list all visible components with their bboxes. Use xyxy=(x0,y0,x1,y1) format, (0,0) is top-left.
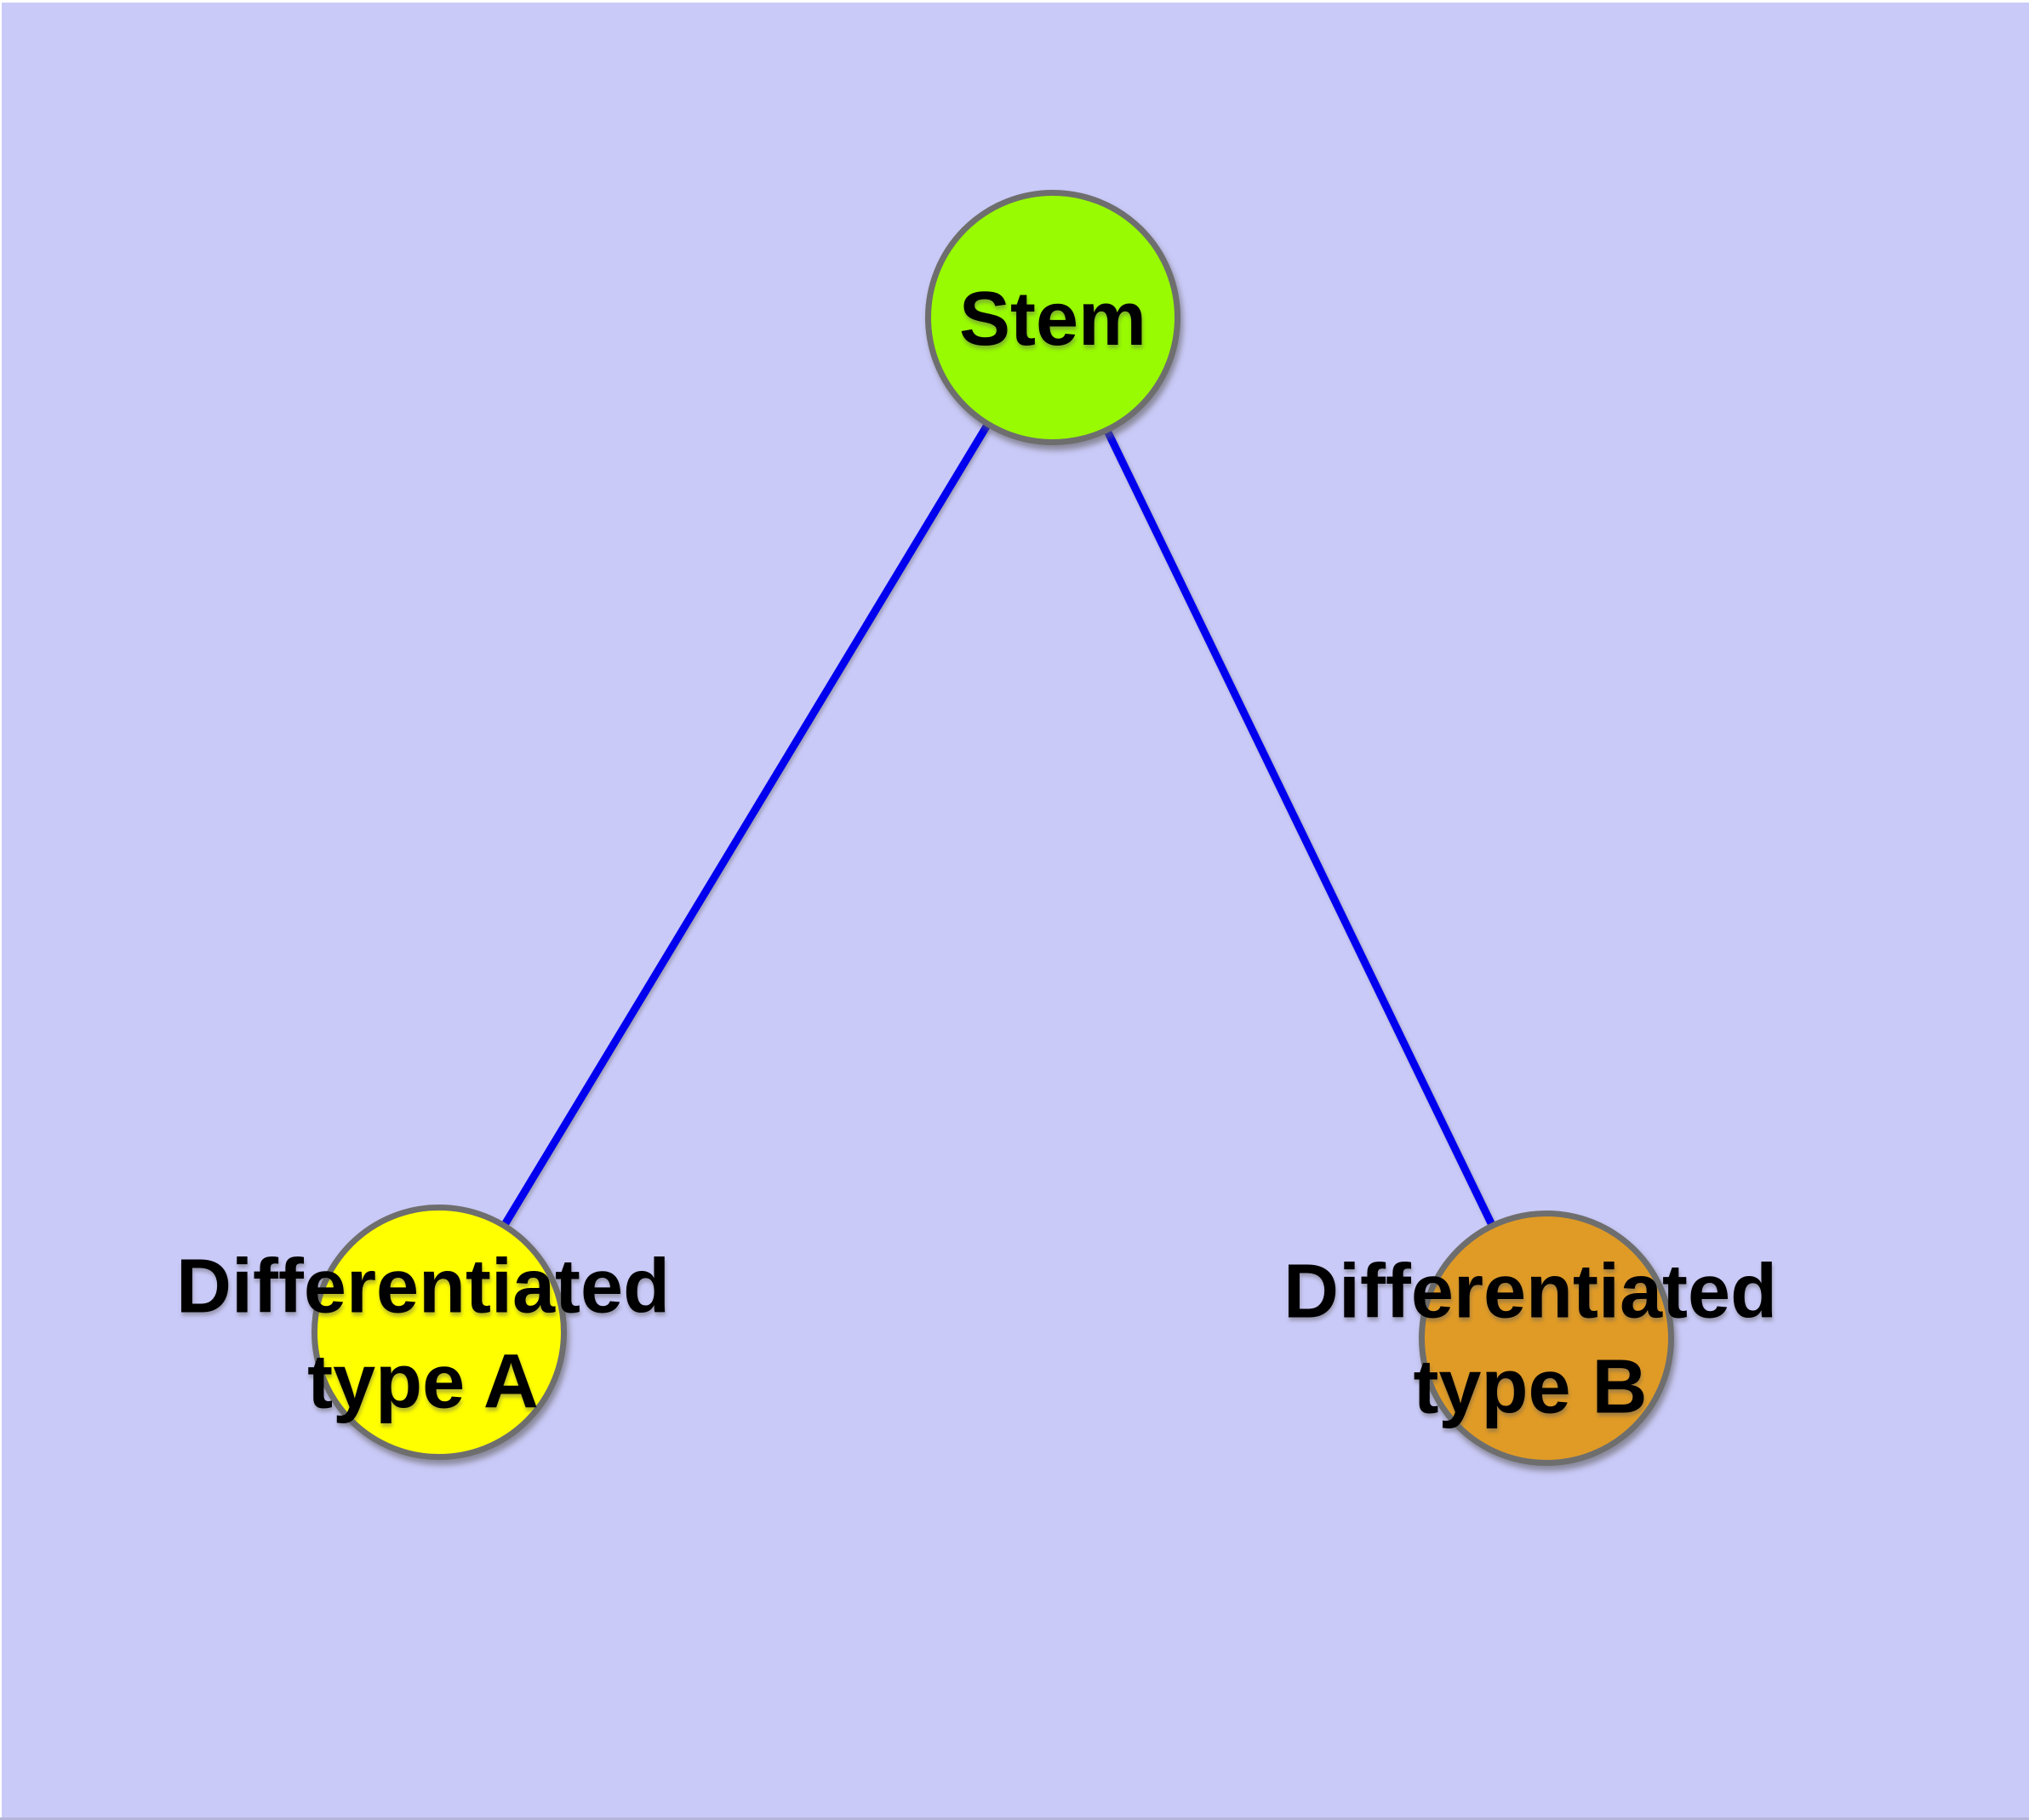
node-stem-label: Stem xyxy=(958,277,1147,363)
edge-stem-to-type-a xyxy=(502,424,990,1226)
node-differentiated-type-a xyxy=(311,1205,567,1460)
node-differentiated-type-a-label: Differentiated type A xyxy=(175,1244,671,1424)
bottom-edge-strip xyxy=(0,1817,2029,1820)
node-differentiated-type-b-label: Differentiated type B xyxy=(1283,1249,1778,1429)
edge-stem-to-type-b xyxy=(1104,431,1495,1225)
node-stem xyxy=(925,190,1180,445)
node-differentiated-type-b xyxy=(1419,1210,1674,1466)
